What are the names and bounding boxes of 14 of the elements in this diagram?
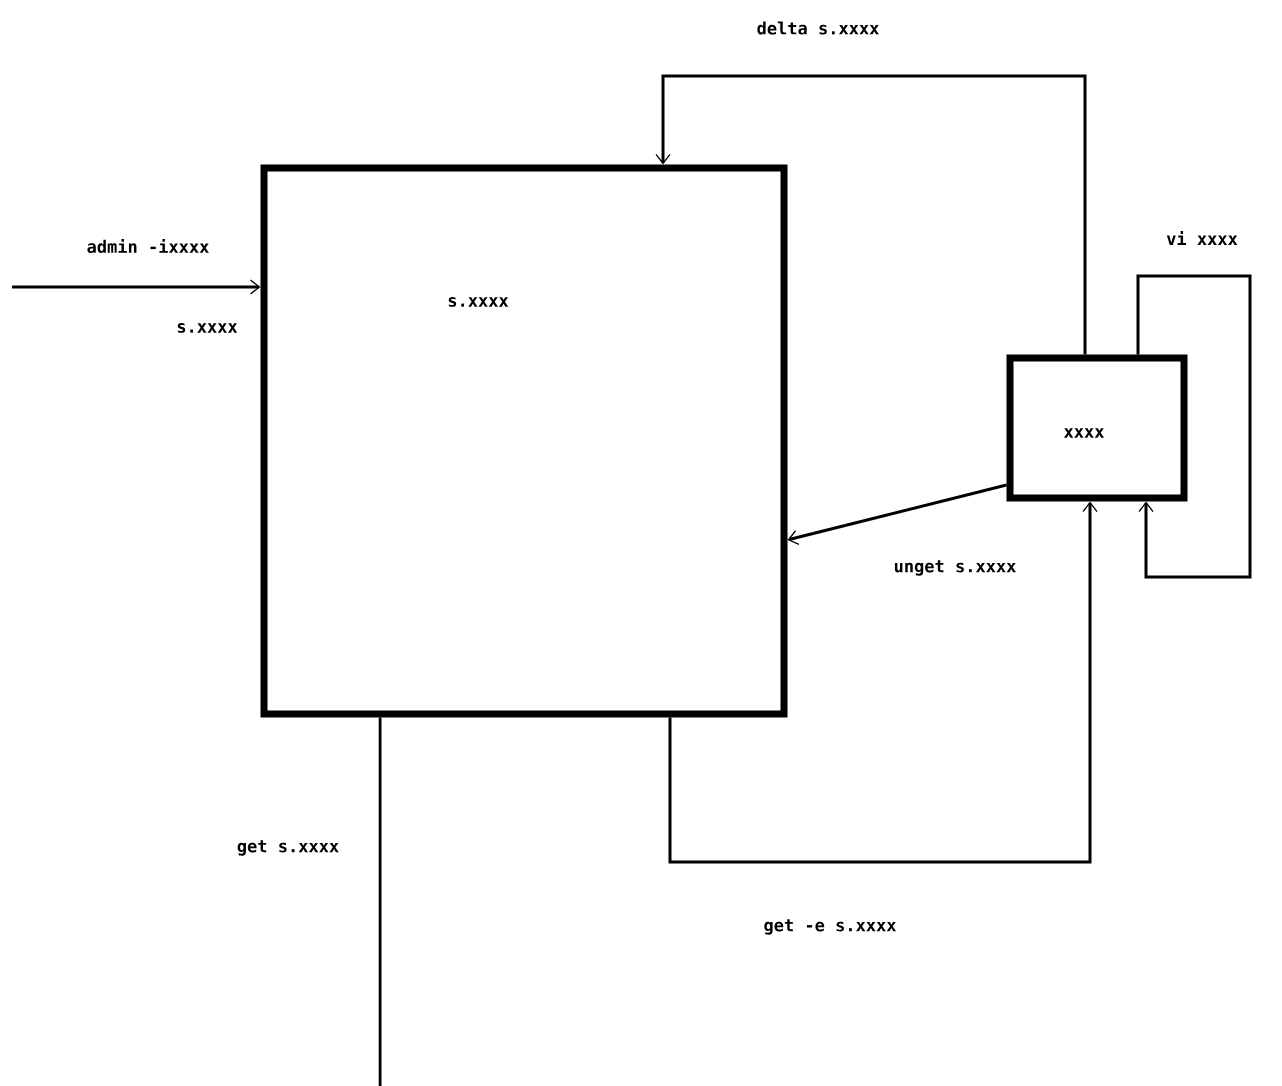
edge-label: vi xxxx	[1165, 230, 1239, 246]
arrow	[655, 74, 1087, 355]
process-box: s.xxxx	[260, 164, 788, 718]
edge-label: get -e s.xxxx	[762, 918, 898, 936]
edge-label: unget s.xxxx	[892, 559, 1018, 577]
edge-label: get s.xxxx	[235, 839, 341, 857]
arrow	[1136, 274, 1252, 579]
arrow	[787, 483, 1007, 545]
text-label: s.xxxx	[177, 323, 238, 333]
edge-label: delta s.xxxx	[755, 20, 881, 36]
arrow	[12, 279, 261, 295]
edge-label: admin -ixxxx	[85, 237, 211, 255]
arrow	[668, 501, 1098, 864]
process-box: xxxx	[1006, 354, 1188, 502]
